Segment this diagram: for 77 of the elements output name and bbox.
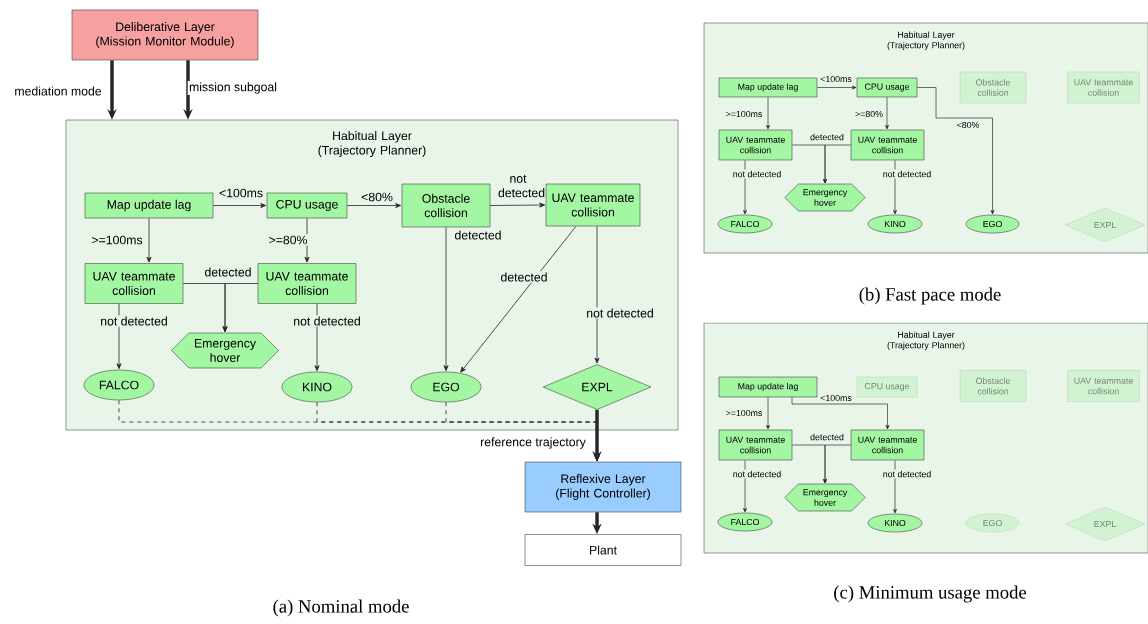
- edge-label: not detected: [98, 315, 170, 327]
- caption: (a) Nominal mode: [273, 599, 409, 617]
- arrow: [766, 396, 770, 430]
- condition-box: UAV teammate collision: [850, 129, 925, 161]
- condition-box: UAV teammate collision: [850, 429, 925, 461]
- arrow: [816, 85, 857, 90]
- edge-label: not detected: [584, 307, 656, 319]
- edge-label: detected: [453, 229, 503, 241]
- edge-label: detected: [808, 432, 846, 442]
- arrow: [222, 283, 259, 333]
- edge-label: <80%: [955, 120, 981, 130]
- hover-hexagon: Emergency hover: [784, 483, 866, 512]
- condition-box: UAV teammate collision: [718, 429, 793, 461]
- edge-label: mission subgoal: [187, 80, 279, 96]
- condition-box: Obstacle collision: [959, 71, 1027, 104]
- arrow: [743, 459, 747, 513]
- arrow: [594, 225, 600, 364]
- edge-label: not detected: [496, 173, 545, 199]
- arrow: [791, 396, 890, 430]
- edge-label: >=80%: [267, 234, 309, 246]
- plant-box: Plant: [524, 534, 682, 566]
- edge-label: not detected: [731, 169, 783, 179]
- arrow: [489, 202, 546, 208]
- arrow: [893, 459, 897, 514]
- caption: (c) Minimum usage mode: [834, 585, 1027, 603]
- condition-box: Obstacle collision: [401, 183, 491, 228]
- edge-label: <100ms: [818, 393, 854, 403]
- edge-label: >=100ms: [724, 109, 764, 119]
- edge-label: detected: [499, 271, 549, 283]
- condition-box: Map update lag: [718, 376, 818, 398]
- edge-label: detected: [203, 266, 253, 278]
- condition-box: Map update lag: [84, 192, 214, 219]
- edge-label: not detected: [881, 169, 933, 179]
- condition-box: CPU usage: [856, 77, 918, 98]
- hover-hexagon: Emergency hover: [784, 183, 866, 212]
- edge-label: <100ms: [818, 74, 854, 84]
- condition-box: UAV teammate collision: [1067, 370, 1140, 402]
- condition-box: UAV teammate collision: [84, 263, 184, 304]
- arrow: [823, 144, 852, 184]
- arrow: [116, 303, 122, 370]
- arrow: [346, 203, 402, 208]
- caption: (b) Fast pace mode: [859, 287, 1001, 305]
- arrow: [916, 87, 995, 215]
- condition-box: Obstacle collision: [959, 370, 1027, 402]
- edge-label: <80%: [359, 191, 395, 203]
- edge-label: detected: [808, 132, 846, 142]
- arrow: [314, 303, 320, 372]
- layer-box: Reflexive Layer (Flight Controller): [524, 461, 682, 513]
- arrow: [212, 203, 267, 208]
- condition-box: UAV teammate collision: [545, 183, 641, 227]
- arrow: [766, 96, 770, 130]
- edge-label: >=80%: [853, 109, 885, 119]
- edge-label: not detected: [731, 469, 783, 479]
- condition-box: Map update lag: [718, 77, 818, 98]
- edge-label: mediation mode: [13, 85, 103, 97]
- arrow: [146, 217, 152, 263]
- condition-box: UAV teammate collision: [1067, 71, 1140, 104]
- edge-label: reference trajectory: [478, 435, 588, 451]
- arrow: [743, 159, 747, 215]
- condition-box: UAV teammate collision: [257, 263, 357, 304]
- arrow: [445, 401, 600, 462]
- condition-box: CPU usage: [266, 192, 348, 219]
- arrow: [443, 226, 449, 372]
- edge-label: not detected: [291, 315, 363, 327]
- layer-box: Deliberative Layer (Mission Monitor Module): [71, 9, 259, 61]
- edge-label: not detected: [881, 469, 933, 479]
- arrow: [885, 96, 889, 130]
- arrow: [893, 159, 897, 215]
- condition-box: UAV teammate collision: [718, 129, 793, 161]
- arrow: [304, 217, 310, 263]
- edge-label: <100ms: [217, 187, 265, 199]
- arrow: [823, 444, 852, 484]
- arrow: [460, 225, 577, 373]
- edge-label: >=100ms: [724, 408, 764, 418]
- hover-hexagon: Emergency hover: [171, 332, 279, 369]
- condition-box: CPU usage: [856, 376, 918, 398]
- edge-label: >=100ms: [90, 234, 144, 246]
